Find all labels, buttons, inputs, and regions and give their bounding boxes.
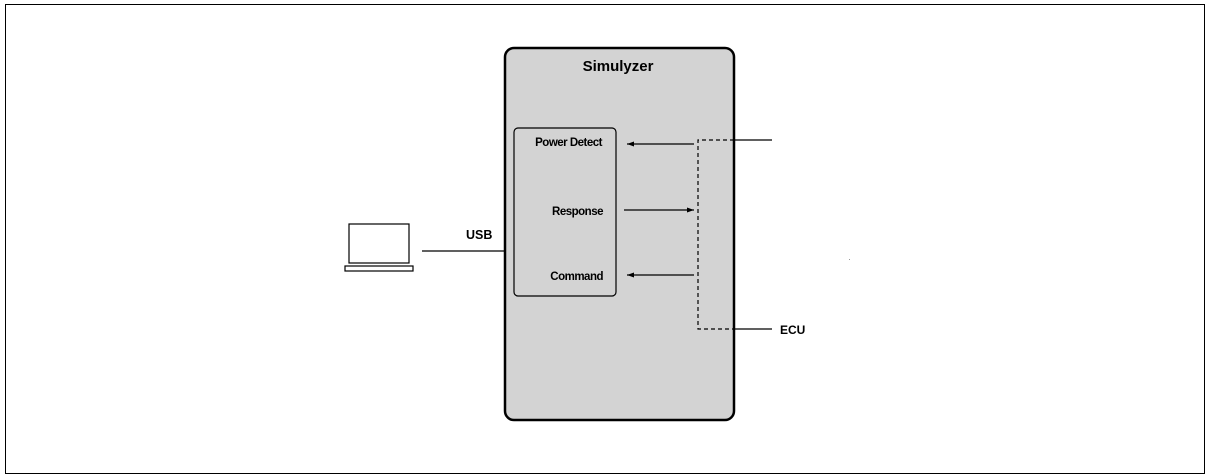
signal-bus-dashed	[697, 139, 734, 330]
power-detect-label: Power Detect	[535, 137, 603, 149]
laptop-icon	[344, 223, 414, 272]
response-label: Response	[552, 206, 603, 218]
function-block	[513, 127, 617, 297]
simulyzer-title: Simulyzer	[583, 58, 654, 75]
usb-label: USB	[466, 228, 492, 242]
speck	[849, 259, 850, 260]
ecu-label: ECU	[780, 323, 805, 337]
command-label: Command	[550, 271, 603, 283]
